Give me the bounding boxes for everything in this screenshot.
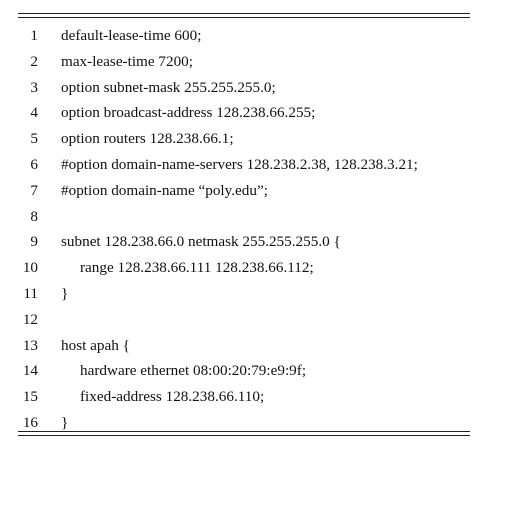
line-number: 12 (22, 310, 38, 328)
line-number: 1 (30, 27, 38, 44)
listing-line: 15 fixed-address 128.238.66.110; (0, 384, 512, 410)
listing-line: 6 #option domain-name-servers 128.238.2.… (0, 152, 512, 178)
top-rule (18, 13, 470, 14)
line-code: #option domain-name-servers 128.238.2.38… (61, 155, 418, 173)
listing-line: 5 option routers 128.238.66.1; (0, 126, 512, 152)
bottom-rule (18, 431, 470, 432)
line-code: default-lease-time 600; (61, 27, 202, 44)
listing-line: 8 (0, 204, 512, 230)
line-number: 15 (22, 388, 38, 406)
line-number: 2 (30, 52, 38, 70)
listing-line: 3 option subnet-mask 255.255.255.0; (0, 75, 512, 101)
line-code: subnet 128.238.66.0 netmask 255.255.255.… (61, 233, 341, 251)
line-number: 8 (30, 207, 38, 225)
listing-line: 4 option broadcast-address 128.238.66.25… (0, 100, 512, 126)
line-number: 7 (30, 181, 38, 199)
line-number: 11 (23, 284, 38, 302)
listing-line: 16 } (0, 410, 512, 436)
bottom-rule-inner (18, 435, 470, 436)
listing-line: 13 host apah { (0, 333, 512, 359)
line-code: range 128.238.66.111 128.238.66.112; (80, 259, 314, 277)
line-code: #option domain-name “poly.edu”; (61, 181, 268, 199)
listing-line: 14 hardware ethernet 08:00:20:79:e9:9f; (0, 358, 512, 384)
line-code: option routers 128.238.66.1; (61, 130, 234, 148)
line-number: 14 (22, 362, 38, 380)
line-number: 3 (30, 78, 38, 96)
listing-line: 1 default-lease-time 600; (0, 23, 512, 49)
listing-line: 11 } (0, 281, 512, 307)
line-code: } (61, 413, 69, 431)
line-code: option broadcast-address 128.238.66.255; (61, 104, 316, 122)
line-code: fixed-address 128.238.66.110; (80, 388, 265, 406)
line-code: max-lease-time 7200; (61, 52, 194, 70)
line-code: } (61, 284, 69, 302)
line-code: host apah { (61, 336, 130, 354)
listing-line: 12 (0, 307, 512, 333)
line-code: option subnet-mask 255.255.255.0; (61, 78, 276, 96)
line-number: 4 (30, 104, 38, 122)
line-number: 10 (22, 259, 38, 277)
listing-line: 7 #option domain-name “poly.edu”; (0, 178, 512, 204)
top-rule-inner (18, 17, 470, 18)
listing-lines: 1 default-lease-time 600; 2 max-lease-ti… (0, 23, 512, 436)
line-number: 13 (22, 336, 38, 354)
listing-line: 2 max-lease-time 7200; (0, 49, 512, 75)
line-number: 9 (30, 233, 38, 251)
listing-line: 10 range 128.238.66.111 128.238.66.112; (0, 255, 512, 281)
line-number: 6 (30, 155, 38, 173)
listing-line: 9 subnet 128.238.66.0 netmask 255.255.25… (0, 229, 512, 255)
code-listing: 1 default-lease-time 600; 2 max-lease-ti… (0, 13, 512, 436)
line-number: 16 (22, 413, 38, 431)
line-code: hardware ethernet 08:00:20:79:e9:9f; (80, 362, 307, 380)
line-number: 5 (30, 130, 38, 148)
